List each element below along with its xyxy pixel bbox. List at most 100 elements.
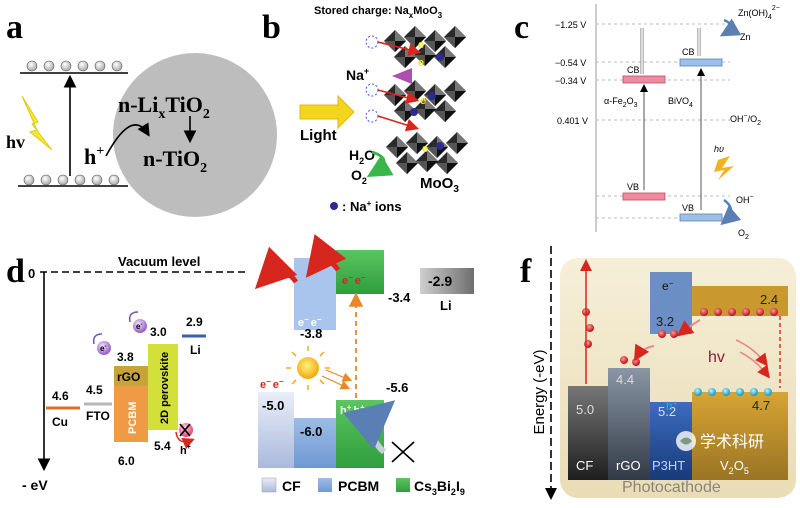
cf-block [258,392,294,468]
na-ion-sites-empty [365,35,379,123]
li-label-e: Li [440,298,452,313]
f-vo-top-value: 2.4 [760,292,778,307]
bivo4-label: BiVO4 [668,96,693,109]
pcbm-homo-block [294,418,336,468]
fe2o3-vb-label: VB [627,182,639,192]
electron-icon-2 [133,319,147,333]
na-ion-label: Na+ [346,66,369,83]
light-bolt-icon [714,156,734,180]
watermark: 学术科研 [676,431,764,451]
rgo-label: rGO [117,370,140,384]
hole-label: h+ [84,144,104,169]
na-insertion-arrows [377,41,422,132]
panel-label-d: d [6,253,25,290]
watermark-text: 学术科研 [700,433,764,451]
panel-c: c −1.25 V −0.54 V −0.34 V 0.401 V CB CB … [514,4,780,241]
f-hole-label: h+ [666,399,678,413]
panel-label-a: a [6,9,23,46]
f-vo-bottom-value: 4.7 [752,398,770,413]
bivo4-cb-label: CB [682,47,695,57]
oh-label: OH− [736,194,754,205]
top-band-balls [26,60,123,72]
h2o-label: H2O [349,147,375,166]
tio2-label: n-TiO2 [143,146,207,176]
panel-f: f Energy (-eV) 5.0 CF 4.4 rGO 3.2 5.2 P3… [520,246,796,500]
blocked-mark-e [391,441,415,463]
legend-cs-label: Cs3Bi2I9 [414,478,465,497]
panel-label-b: b [262,9,281,46]
perovskite-label: 2D perovskite [159,352,171,424]
f-holes [694,388,772,396]
na-flow-arrow [392,68,412,84]
electron-transfer-arrow-1 [254,246,299,290]
na-legend-label: : Na+ ions [342,199,402,214]
electron-icon-1 [97,341,111,355]
electron-transfer-arrow-2 [305,234,347,278]
fto-value: 4.5 [86,383,103,397]
f-rgo-block [608,368,650,480]
f-axis-label: Energy (-eV) [531,349,548,434]
cu-label: Cu [52,415,68,429]
panel-a: a hv h+ n-LixTiO2 n-TiO2 [6,9,277,217]
zero-label: 0 [28,266,35,281]
na-legend-dot [330,202,338,210]
zn-label: Zn [740,32,751,42]
legend-cf-swatch [261,477,277,493]
legend-cs-swatch [396,478,410,492]
pcbm-top-value: -3.8 [300,326,322,341]
cf-electrons: e−e− [260,377,284,391]
cs-top-value: -3.4 [388,290,411,305]
f-p3ht-top-value: 3.2 [656,314,674,329]
svg-text:e: e [422,143,428,155]
tio2-particle [113,53,277,217]
fto-label: FTO [86,409,110,423]
o2-label: O2 [351,167,367,186]
hole-transfer-arrow [105,122,150,157]
fe2o3-label: α-Fe2O3 [604,96,638,109]
svg-text:e: e [418,39,424,51]
oh-o2-couple-label: OH−/O2 [730,113,761,127]
pcbm-bottom-value: 6.0 [118,454,135,468]
li-label: Li [190,343,201,357]
d-axis-label: - eV [22,477,48,493]
hv-label: hv [6,132,25,152]
hole-return-arrow [343,400,396,455]
zn-reduction-arrow [719,18,742,37]
rgo-layer [114,366,148,386]
blocked-mark [179,423,191,437]
perovskite-layer [148,344,178,430]
f-cf-value: 5.0 [576,402,594,417]
legend-pcbm-swatch [318,478,332,492]
li-tio2-label: n-LixTiO2 [118,92,210,122]
cu-value: 4.6 [52,389,69,403]
panel-d: d 0 Vacuum level - eV 4.6 Cu 4.5 FTO rGO… [6,253,248,493]
photocathode-label: Photocathode [622,479,721,496]
f-vo-label: V2O5 [720,458,749,476]
level-4: 0.401 V [557,116,588,126]
perovskite-top-value: 3.0 [150,325,167,339]
pcbm-label: PCBM [127,402,139,434]
stored-charge-label: Stored charge: NaxMoO3 [314,5,443,20]
li-block [420,268,474,294]
fe2o3-vb-band [622,192,666,201]
o2-label-c: O2 [738,228,749,241]
light-label: Light [300,127,337,144]
bivo4-vb-band [679,213,723,222]
li-value: 2.9 [186,315,203,329]
pcbm-bottom-value-e: -6.0 [300,424,322,439]
f-p3ht-label: P3HT [652,458,685,473]
level-2: −0.54 V [555,58,586,68]
hv-label-c: hυ [714,144,724,154]
electron-label-1: e- [100,344,106,353]
f-cf-block [568,386,608,480]
panel-b: b Stored charge: NaxMoO3 e e e e [262,5,468,214]
lightning-icon [21,95,53,151]
panel-e: e -2.9 Li -3.8 -3.4 -5.0 -6.0 -5.6 e−e− … [254,234,474,497]
f-vo-vb-block [692,392,788,480]
panel-label-c: c [514,9,529,46]
rgo-value: 3.8 [117,350,134,364]
panel-label-f: f [520,253,532,290]
moo3-label: MoO3 [420,175,459,195]
